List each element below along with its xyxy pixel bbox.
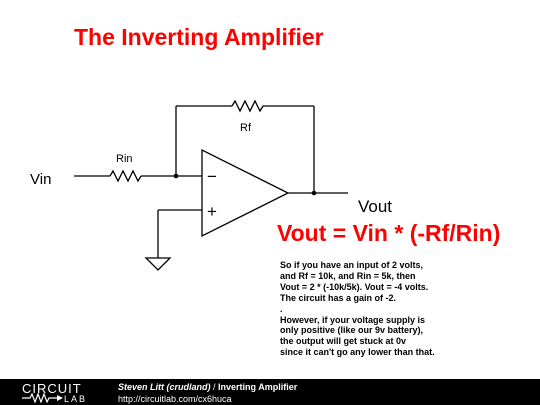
- author-name[interactable]: Steven Litt (crudland): [118, 382, 211, 392]
- note-line: since it can't go any lower than that.: [280, 347, 435, 358]
- junction-input-node: [173, 173, 179, 179]
- gain-formula: Vout = Vin * (-Rf/Rin): [277, 220, 501, 246]
- note-line: the output will get stuck at 0v: [280, 336, 407, 347]
- circuitlab-logo-bottom: LAB: [64, 394, 88, 404]
- footer-bar: [0, 379, 540, 405]
- note-line: .: [280, 303, 283, 314]
- op-amp-symbol: [201, 148, 290, 238]
- credit-separator: /: [210, 382, 219, 392]
- note-line: only positive (like our 9v battery),: [280, 325, 424, 336]
- page-title: The Inverting Amplifier: [74, 24, 324, 50]
- circuit-title[interactable]: Inverting Amplifier: [218, 382, 298, 392]
- circuit-url-link[interactable]: http://circuitlab.com/cx6huca: [118, 394, 232, 404]
- circuitlab-logo-top: CIRCUIT: [22, 381, 82, 396]
- note-line: However, if your voltage supply is: [280, 314, 426, 325]
- rin-label: Rin: [116, 153, 133, 165]
- footer-credit: Steven Litt (crudland) / Inverting Ampli…: [118, 382, 297, 392]
- note-line: and Rf = 10k, and Rin = 5k, then: [280, 270, 416, 281]
- ground-symbol: [144, 257, 172, 271]
- noninverting-input-symbol: +: [207, 202, 217, 221]
- note-line: So if you have an input of 2 volts,: [280, 260, 424, 270]
- explanation-notes: So if you have an input of 2 volts, and …: [280, 260, 535, 358]
- resistor-rf: [231, 99, 264, 113]
- logo-resistor-icon: [22, 393, 63, 403]
- vout-label: Vout: [358, 197, 392, 216]
- note-line: The circuit has a gain of -2.: [280, 292, 397, 303]
- rf-label: Rf: [240, 122, 252, 134]
- inverting-input-symbol: −: [207, 167, 217, 186]
- resistor-rin: [109, 169, 142, 183]
- note-line: Vout = 2 * (-10k/5k). Vout = -4 volts.: [280, 281, 429, 292]
- vin-label: Vin: [30, 171, 51, 188]
- junction-output-node: [311, 190, 317, 196]
